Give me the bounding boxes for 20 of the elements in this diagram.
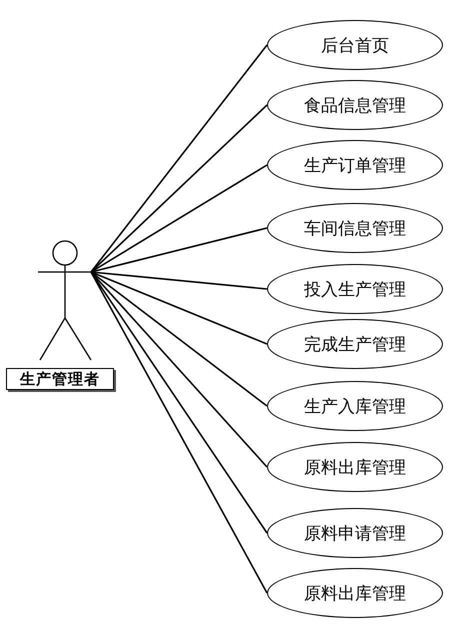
association-line — [90, 271, 268, 345]
use-case-ellipse: 完成生产管理 — [267, 319, 443, 369]
use-case-ellipse: 后台首页 — [267, 20, 443, 70]
association-line — [90, 271, 268, 407]
use-case-ellipse: 投入生产管理 — [267, 264, 443, 314]
use-case-ellipse: 原料出库管理 — [267, 442, 443, 492]
use-case-ellipse: 食品信息管理 — [267, 80, 443, 130]
actor-label: 生产管理者 — [6, 368, 114, 390]
association-line — [90, 164, 268, 273]
association-line — [90, 272, 268, 594]
use-case-ellipse: 车间信息管理 — [267, 203, 443, 253]
association-line — [90, 271, 268, 290]
use-case-ellipse: 生产订单管理 — [267, 140, 443, 190]
association-line — [90, 227, 268, 273]
association-line — [90, 104, 268, 273]
use-case-ellipse: 生产入库管理 — [267, 381, 443, 431]
use-case-ellipse: 原料出库管理 — [267, 568, 443, 618]
association-line — [90, 272, 268, 534]
association-line — [90, 44, 268, 272]
use-case-ellipse: 原料申请管理 — [267, 508, 443, 558]
